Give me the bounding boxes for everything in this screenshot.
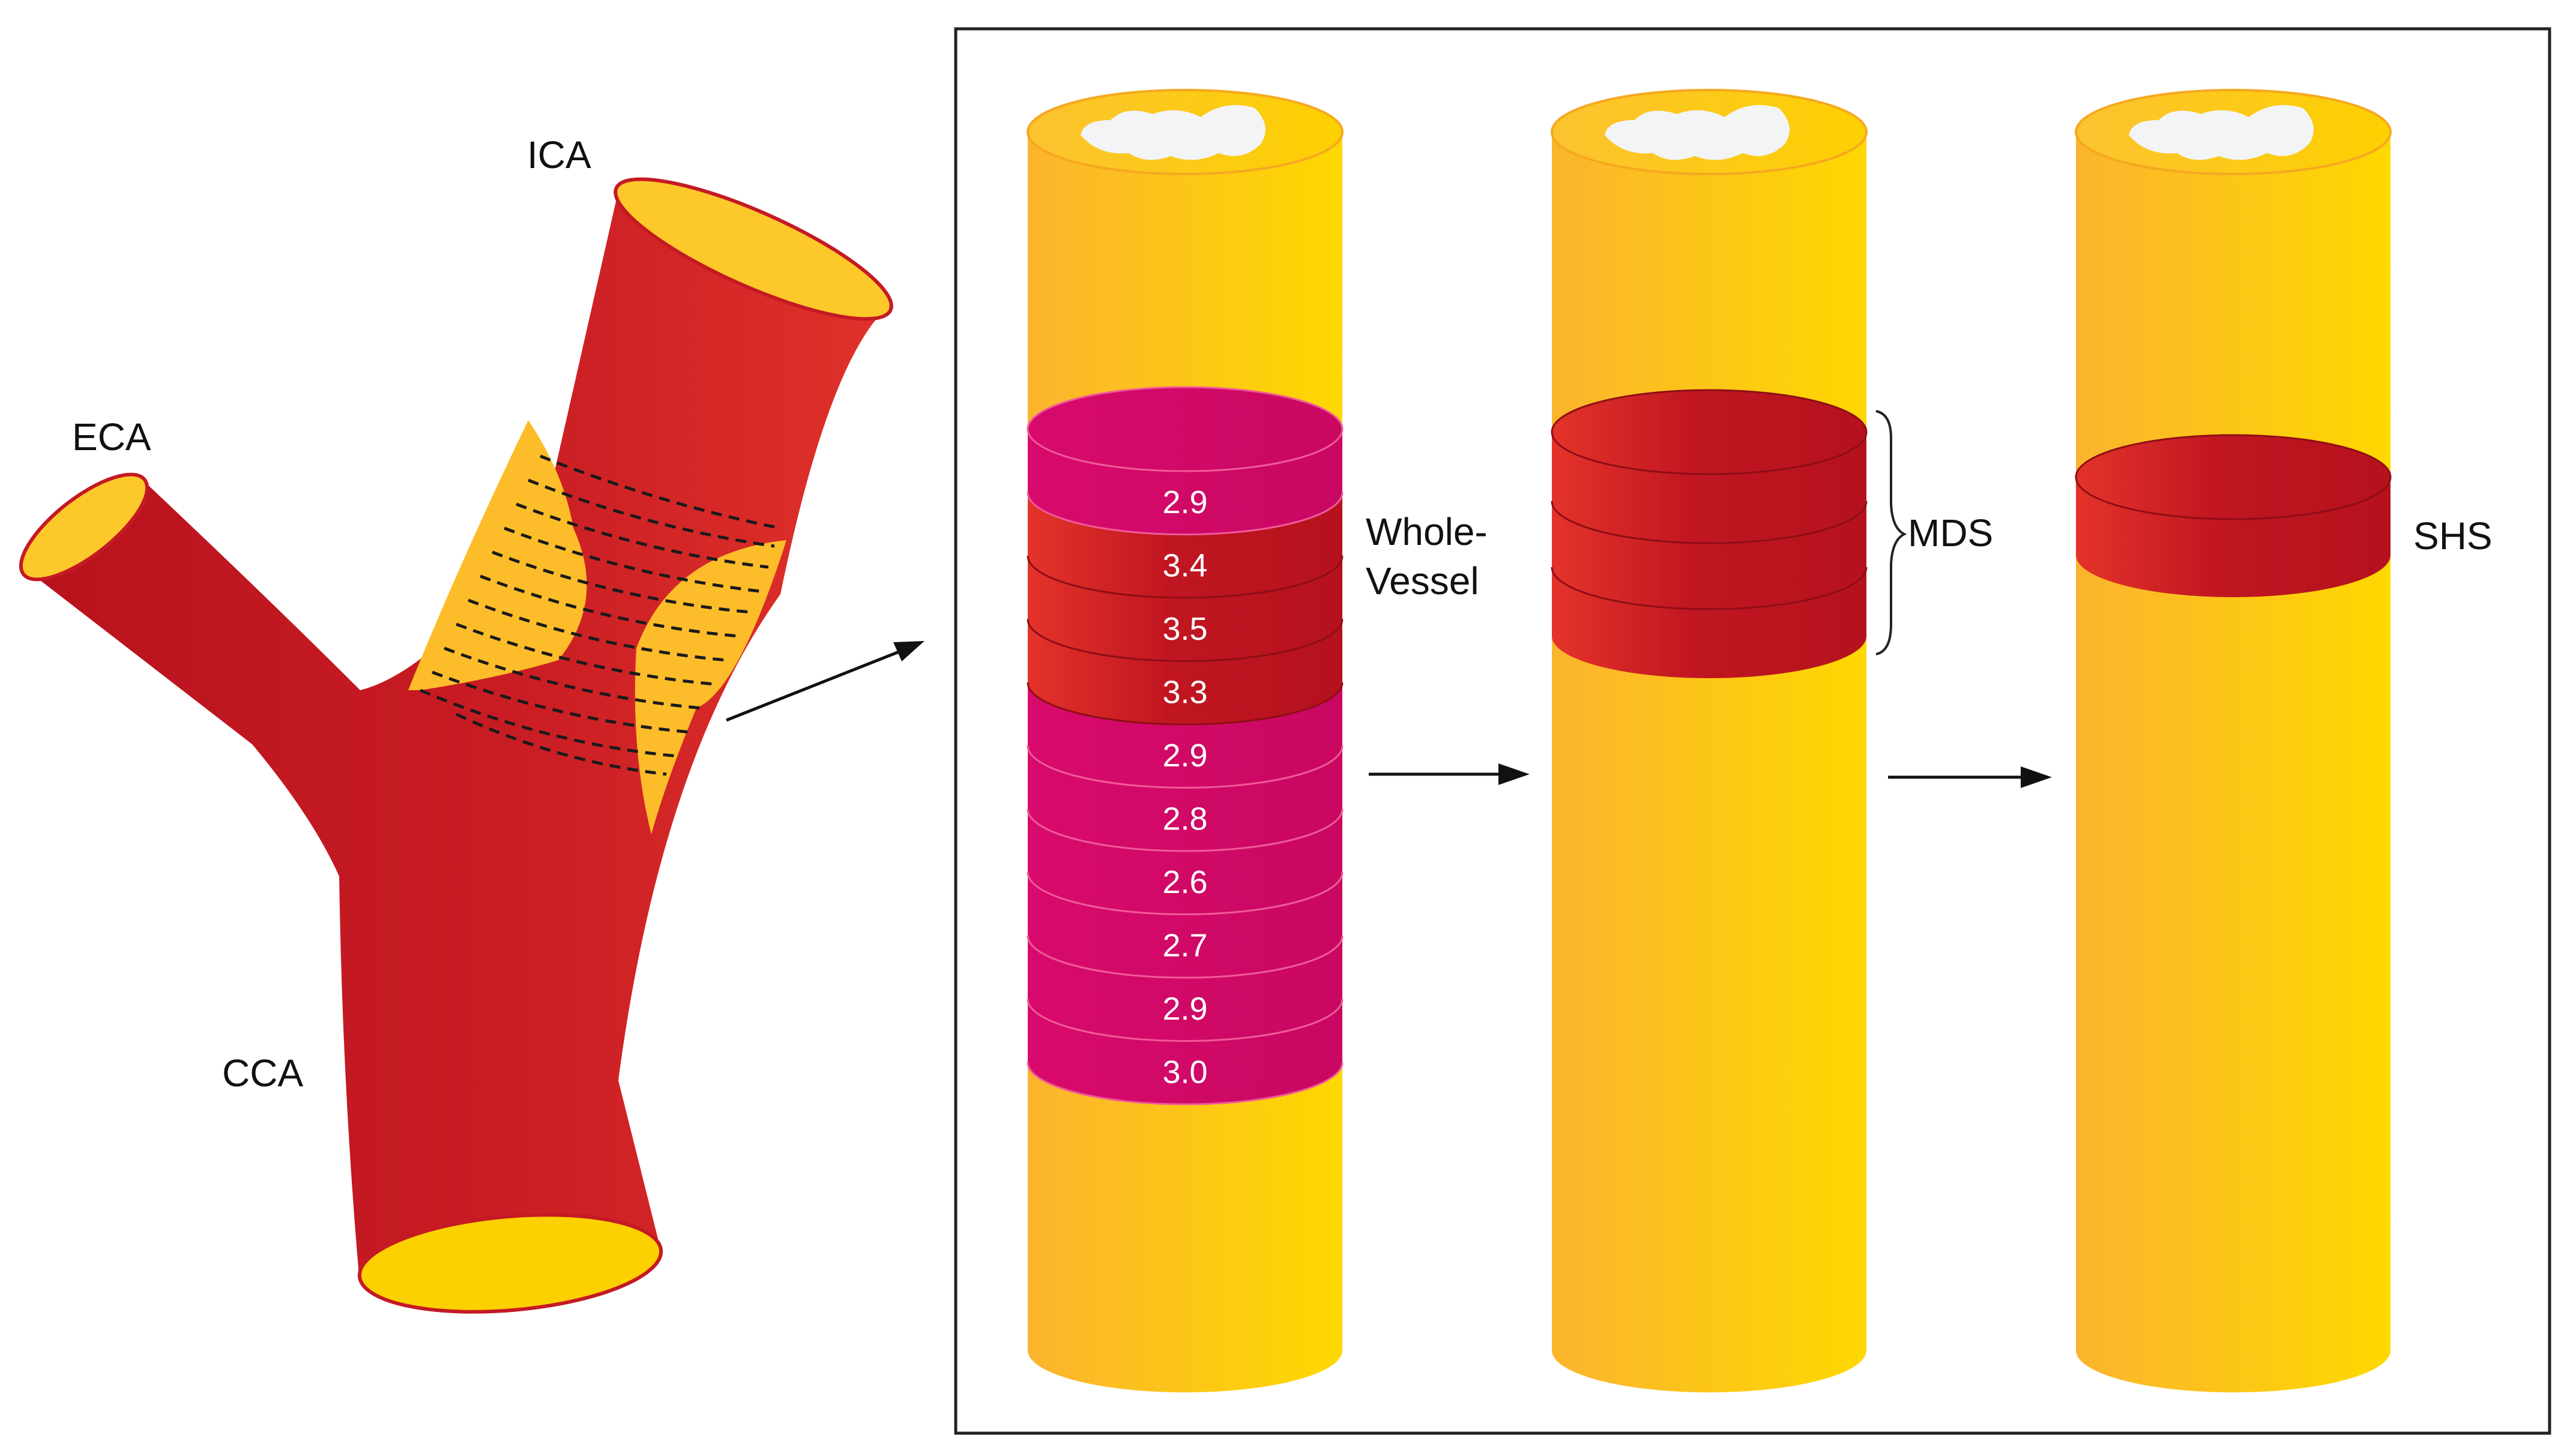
arrow-to-mds	[1369, 763, 1530, 785]
vessel-slice-edge	[1027, 935, 1344, 979]
arrow-to-shs	[1888, 766, 2052, 788]
vessel-slice-edge	[1027, 872, 1344, 915]
vessel-slice-edge	[1027, 682, 1344, 726]
slice-value: 2.6	[1162, 864, 1207, 900]
vessel-slice-edge	[1027, 808, 1344, 852]
mds-brace	[1875, 410, 1907, 655]
plaque-region	[635, 540, 786, 834]
eca-label: ECA	[72, 415, 151, 459]
slice-lines	[420, 454, 781, 776]
arrow-to-panel	[726, 641, 925, 722]
whole-vessel-label-line2: Vessel	[1366, 559, 1479, 603]
ica-label: ICA	[527, 133, 591, 176]
mds-cylinder	[1551, 89, 1868, 1392]
slice-value: 3.3	[1162, 675, 1207, 711]
lumen-shape	[2129, 105, 2314, 160]
lumen-shape	[1081, 105, 1265, 160]
lumen-shape	[1605, 105, 1790, 160]
vessel-slice-edge	[1027, 745, 1344, 789]
carotid-artery	[19, 177, 893, 1314]
slice-value: 2.9	[1162, 991, 1207, 1027]
whole-vessel-label-line1: Whole-	[1366, 510, 1488, 553]
slice-value: 2.8	[1162, 801, 1207, 837]
cca-opening	[357, 1213, 663, 1314]
slice-value: 3.5	[1162, 611, 1207, 647]
cca-label: CCA	[222, 1051, 303, 1095]
shs-label: SHS	[2413, 514, 2493, 558]
vessel-slice-edge	[1027, 1062, 1344, 1106]
slice-value: 2.7	[1162, 928, 1207, 964]
shs-cylinder	[2075, 89, 2392, 1392]
slice-value: 3.0	[1162, 1054, 1207, 1090]
mds-label: MDS	[1908, 511, 1993, 555]
eca-opening	[19, 472, 149, 582]
whole-vessel-cylinder: 2.9 3.4 3.5 3.3 2.9 2.8 2.6 2.7 2.9 3.0	[1027, 89, 1344, 1392]
vessel-slice-edge	[1027, 999, 1344, 1042]
slice-value: 3.4	[1162, 548, 1207, 584]
vessel-slice-edge	[1027, 492, 1344, 535]
slice-value: 2.9	[1162, 484, 1207, 520]
ica-opening	[614, 177, 893, 321]
slice-value: 2.9	[1162, 738, 1207, 774]
vessel-slice-edge	[1027, 555, 1344, 599]
vessel-slice-edge	[1027, 619, 1344, 662]
vessel-slice-top	[1027, 386, 1344, 472]
